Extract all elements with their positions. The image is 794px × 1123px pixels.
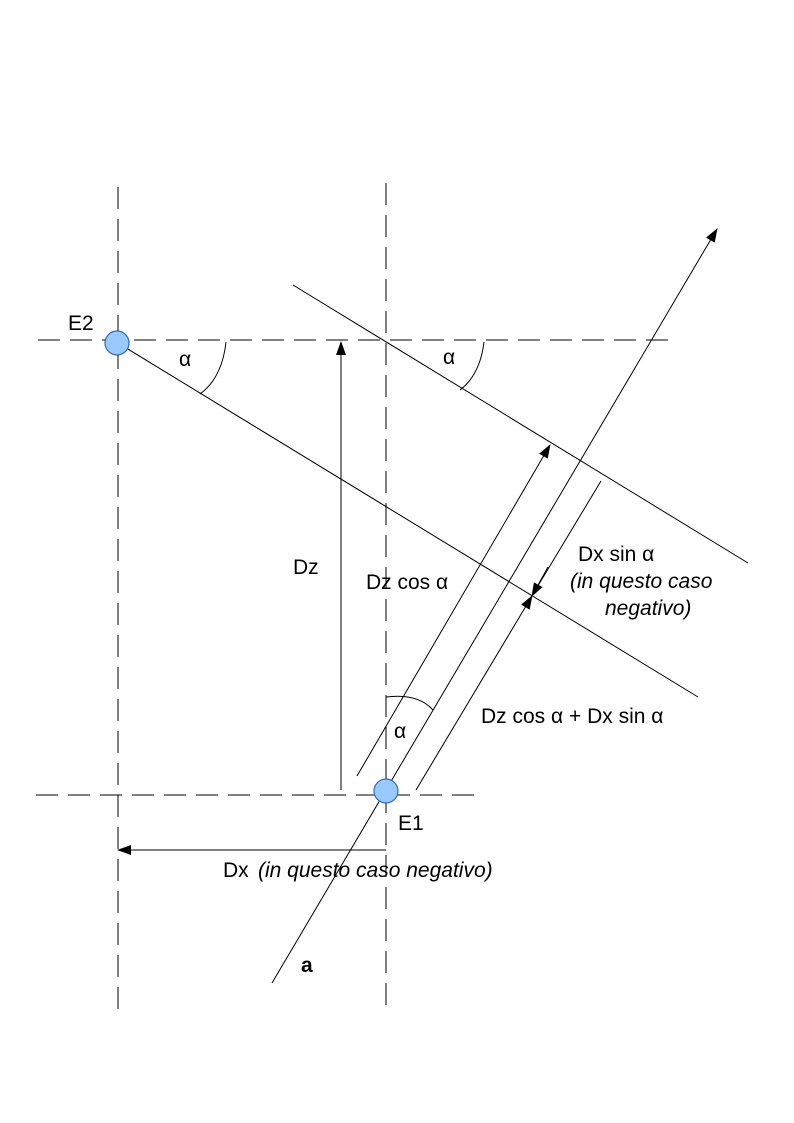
label-dx-note: (in questo caso negativo) [258, 859, 493, 882]
angle-arc-e2 [199, 341, 227, 395]
label-dx-sin: Dx sin α [578, 543, 654, 566]
label-axis-a: a [301, 954, 313, 977]
angle-arc-e1 [385, 695, 434, 711]
dx-sin-arrow [531, 566, 549, 597]
label-alpha-e1: α [394, 720, 406, 743]
dz-cos-arrow [356, 444, 551, 777]
point-e2 [104, 330, 130, 356]
point-e1 [373, 778, 399, 804]
label-dx-sin-note-1: (in questo caso [570, 570, 713, 593]
label-dx: Dx [223, 859, 249, 882]
label-sum: Dz cos α + Dx sin α [481, 705, 663, 728]
label-alpha-e2: α [179, 348, 191, 371]
perpendicular-line-through-e2 [117, 342, 699, 698]
sum-arrow [415, 595, 533, 791]
label-dz-cos: Dz cos α [366, 571, 448, 594]
label-dx-sin-note-2: negativo) [605, 597, 691, 620]
angle-arc-upper [459, 341, 485, 391]
label-e1: E1 [398, 812, 424, 835]
sum-extension-line [529, 480, 602, 600]
label-alpha-upper: α [443, 346, 455, 369]
label-e2: E2 [68, 312, 94, 335]
axis-a-line [271, 228, 718, 984]
label-dz: Dz [293, 556, 319, 579]
perpendicular-line-upper [292, 284, 749, 564]
